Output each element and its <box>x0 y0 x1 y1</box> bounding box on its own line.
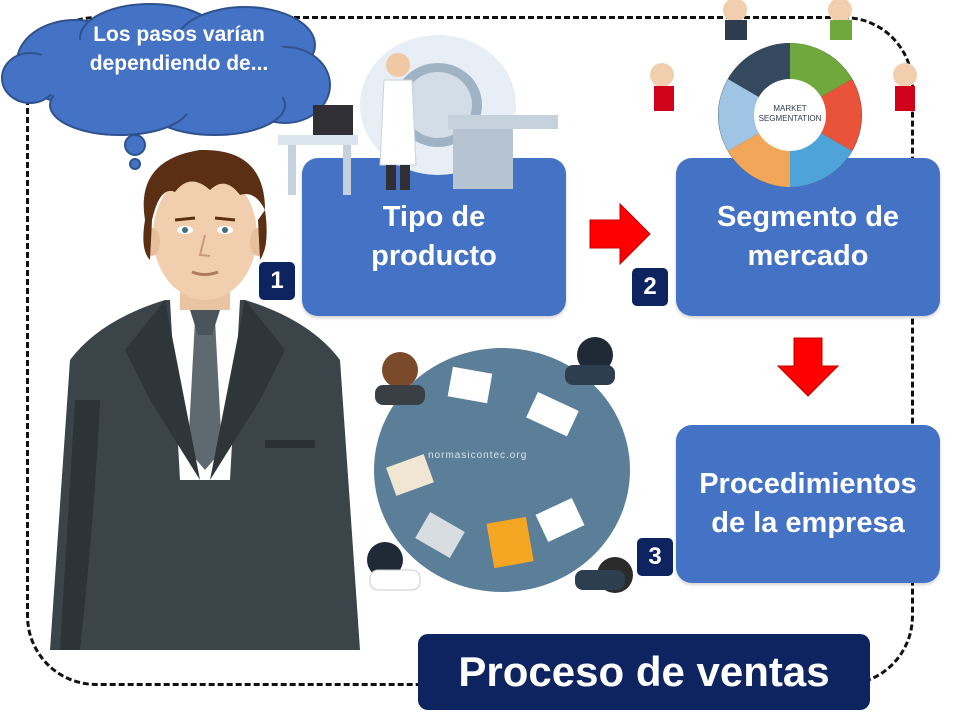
businessman-illustration <box>50 149 360 650</box>
step-1-label: Tipo de producto <box>371 200 497 272</box>
step-3-badge: 3 <box>637 538 673 576</box>
step-2-badge: 2 <box>632 268 668 306</box>
arrow-right-icon <box>589 202 651 266</box>
arrow-down-icon <box>776 337 840 397</box>
thought-bubble <box>1 3 331 170</box>
step-3-label: Procedimientos de la empresa <box>699 467 917 539</box>
meeting-table-illustration: normasicontec.org <box>367 337 633 593</box>
page-title: Proceso de ventas <box>418 634 870 710</box>
mri-scanner-illustration <box>278 35 558 195</box>
bubble-text: Los pasos varían dependiendo de... <box>89 23 269 76</box>
step-box-company-procedures: Procedimientos de la empresa <box>676 425 940 583</box>
step-2-label: Segmento de mercado <box>716 200 900 272</box>
watermark-text: normasicontec.org <box>428 450 527 461</box>
step-1-badge: 1 <box>259 262 295 300</box>
